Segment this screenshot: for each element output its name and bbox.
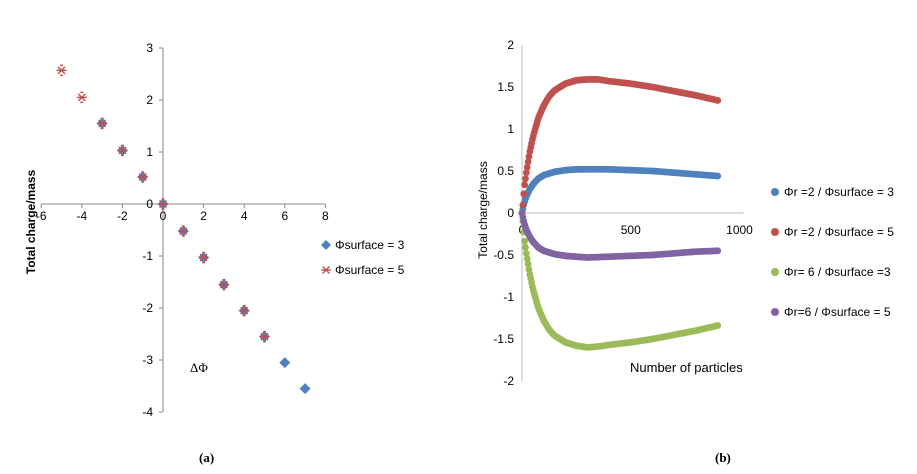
chart-a-x-tick-label: 8 [322, 209, 329, 223]
chart-a-y-tick-label: 1 [146, 145, 153, 159]
legend-diamond-icon [321, 240, 331, 250]
chart-a-y-tick-labels: 3 2 1 0 -1 -2 -3 -4 [142, 41, 163, 419]
chart-a-x-tick-label: 2 [200, 209, 207, 223]
chart-b-point [522, 243, 529, 251]
chart-b-legend-label: Φr=6 / Φsurface = 5 [784, 305, 891, 319]
chart-b-point [524, 260, 532, 268]
chart-a-y-tick-label: -3 [142, 353, 153, 367]
legend-dot-icon [771, 268, 779, 276]
chart-a-y-tick-label: 2 [146, 93, 153, 107]
chart-b-y-tick-label: -2 [503, 374, 514, 388]
chart-a-point-series-1 [299, 383, 311, 395]
chart-a-points [56, 64, 311, 395]
chart-b-x-tick-label: 500 [621, 223, 641, 237]
chart-a-point-series-2 [259, 330, 270, 343]
chart-b-y-tick-label: -1 [503, 290, 514, 304]
chart-b-legend-label: Φr =2 / Φsurface = 3 [784, 185, 894, 199]
legend-dot-icon [771, 188, 779, 196]
chart-b-series-4 [518, 209, 722, 261]
chart-b-point [525, 266, 533, 273]
chart-a-x-tick-label: -6 [36, 209, 47, 223]
chart-b-x-tick-label: 1000 [726, 223, 753, 237]
chart-a-point-series-2 [218, 278, 229, 291]
chart-a-y-axis-title: Total charge/mass [24, 169, 38, 274]
chart-b-series-2 [518, 76, 722, 217]
chart-a-legend-label-1: Φsurface = 3 [335, 238, 405, 252]
chart-b-x-tick-labels: 05001000 [519, 223, 754, 237]
chart-a-x-tick-label: 0 [160, 209, 167, 223]
chart-a-y-tick-label: -2 [142, 301, 153, 315]
chart-b-legend-item-4: Φr=6 / Φsurface = 5 [771, 305, 891, 319]
chart-b: 0 500 1000 2 1.5 1 0.5 0 -0.5 -1 -1.5 -2 Total cha… [476, 38, 894, 465]
chart-a-x-tick-label: 6 [281, 209, 288, 223]
chart-b-point [524, 158, 532, 166]
panel-a-label: (a) [199, 450, 214, 465]
chart-a-point-series-2 [239, 304, 250, 317]
chart-b-legend-label: Φr= 6 / Φsurface =3 [784, 265, 891, 279]
chart-b-legend-item-2: Φr =2 / Φsurface = 5 [771, 225, 894, 239]
chart-b-point [525, 153, 533, 160]
legend-dot-icon [771, 308, 779, 316]
chart-b-y-tick-labels: 2 1.5 1 0.5 0 -0.5 -1 -1.5 -2 [493, 38, 514, 388]
chart-b-point [523, 255, 531, 263]
chart-b-y-tick-label: 1 [507, 122, 514, 136]
chart-b-legend: Φr =2 / Φsurface = 3 Φr =2 / Φsurface = 5… [771, 185, 894, 319]
chart-b-x-axis-title: Number of particles [630, 360, 743, 375]
chart-b-y-tick-label: -1.5 [493, 332, 514, 346]
chart-b-point [523, 163, 531, 171]
chart-a-point-series-2 [97, 117, 108, 130]
chart-a-y-tick-label: 0 [146, 197, 153, 211]
chart-b-point [519, 201, 527, 209]
chart-a-y-tick-label: 3 [146, 41, 153, 55]
legend-asterisk-icon [321, 266, 331, 274]
chart-a-legend: Φsurface = 3 Φsurface = 5 [321, 238, 405, 277]
chart-b-points [518, 76, 722, 351]
chart-b-series-3 [518, 209, 722, 351]
chart-a-point-series-2 [198, 251, 209, 264]
chart-b-point [522, 175, 529, 183]
chart-a-point-series-2 [56, 64, 67, 77]
chart-b-point [521, 237, 529, 245]
chart-a-x-tick-label: 4 [241, 209, 248, 223]
panel-b-label: (b) [715, 450, 731, 465]
chart-b-legend-item-1: Φr =2 / Φsurface = 3 [771, 185, 894, 199]
chart-a-point-series-2 [178, 225, 189, 237]
chart-a-point-series-2 [76, 91, 87, 104]
chart-a-point-series-2 [158, 198, 168, 210]
chart-b-series-1 [518, 165, 722, 217]
chart-a-y-tick-label: -1 [142, 249, 153, 263]
legend-dot-icon [771, 228, 779, 236]
chart-a-legend-label-2: Φsurface = 5 [335, 263, 405, 277]
chart-a-point-series-1 [279, 357, 291, 369]
chart-a-x-tick-labels: -6 -4 -2 0 2 4 6 8 [36, 204, 329, 223]
chart-b-y-tick-label: 0.5 [497, 164, 514, 178]
chart-a-point-series-2 [117, 144, 128, 157]
chart-b-y-tick-label: -0.5 [493, 248, 514, 262]
chart-b-legend-item-3: Φr= 6 / Φsurface =3 [771, 265, 891, 279]
chart-b-y-tick-label: 1.5 [497, 80, 514, 94]
chart-b-point [521, 181, 529, 189]
chart-a-legend-item-1: Φsurface = 3 [321, 238, 405, 252]
chart-b-point [714, 97, 722, 104]
chart-b-point [714, 247, 722, 255]
chart-b-point [714, 172, 722, 180]
chart-a-point-series-2 [137, 171, 148, 183]
chart-b-y-axis-title: Total charge/mass [476, 161, 490, 258]
chart-b-legend-label: Φr =2 / Φsurface = 5 [784, 225, 894, 239]
chart-a-y-tick-label: -4 [142, 405, 153, 419]
chart-b-point [522, 249, 530, 257]
chart-a: -6 -4 -2 0 2 4 6 8 3 2 1 0 -1 -2 -3 -4 Total charge/ma… [24, 41, 405, 465]
chart-b-y-tick-label: 2 [507, 38, 514, 52]
chart-a-annotation: ΔΦ [190, 360, 208, 375]
chart-a-x-tick-label: -4 [76, 209, 87, 223]
chart-b-point [714, 322, 722, 329]
chart-a-x-tick-label: -2 [117, 209, 128, 223]
chart-b-point [522, 169, 530, 177]
chart-b-point [520, 190, 528, 198]
chart-b-y-tick-label: 0 [507, 206, 514, 220]
chart-a-legend-item-2: Φsurface = 5 [321, 263, 405, 277]
